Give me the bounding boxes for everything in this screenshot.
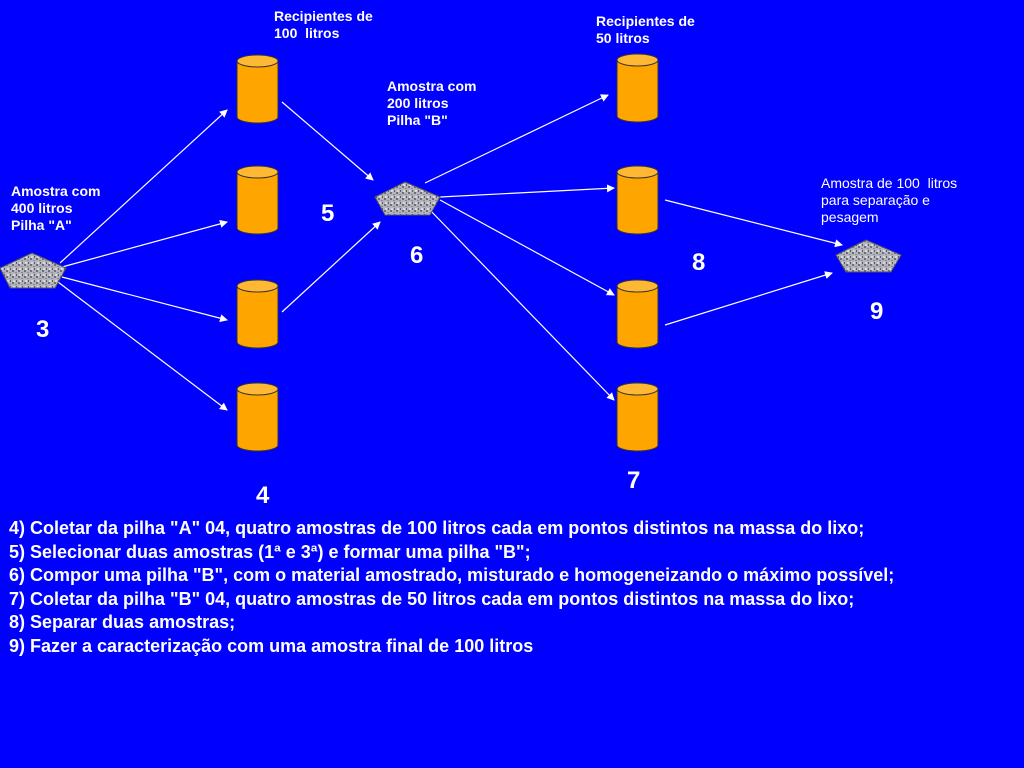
- flow-arrows: [57, 94, 843, 411]
- pile-b-label: Amostra com 200 litros Pilha "B": [387, 78, 477, 128]
- procedure-steps: 4) Coletar da pilha "A" 04, quatro amost…: [9, 517, 977, 658]
- container-100-4-icon: [236, 382, 279, 452]
- container-50-4-icon: [616, 382, 659, 452]
- final-pile-icon: [835, 239, 902, 273]
- step-text: 9) Fazer a caracterização com uma amostr…: [9, 635, 534, 656]
- arrow-c1-to-b: [281, 101, 374, 181]
- flow-diagram: [0, 53, 902, 452]
- arrow-b-to-d4: [427, 207, 615, 401]
- containers-100-label: Recipientes de 100 litros: [274, 8, 373, 41]
- step-text: 5) Selecionar duas amostras (1ª e 3ª) e …: [9, 541, 531, 562]
- step-text: 7) Coletar da pilha "B" 04, quatro amost…: [9, 588, 855, 609]
- final-sample-label: Amostra de 100 litros para separação e p…: [821, 175, 958, 225]
- step-number: 3: [36, 316, 50, 343]
- arrow-a-to-c4: [57, 281, 228, 411]
- arrow-d2-to-final: [664, 199, 843, 248]
- step-text: 4) Coletar da pilha "A" 04, quatro amost…: [9, 518, 865, 538]
- step-number: 6: [410, 242, 424, 269]
- containers-50-label: Recipientes de 50 litros: [596, 13, 695, 46]
- container-50-2-icon: [616, 165, 659, 235]
- arrow-c3-to-b: [281, 221, 381, 313]
- arrow-b-to-d3: [439, 199, 615, 296]
- step-number: 4: [256, 482, 270, 509]
- step-number: 7: [627, 467, 641, 494]
- container-50-1-icon: [616, 53, 659, 123]
- step-number: 5: [321, 200, 335, 227]
- container-100-2-icon: [236, 165, 279, 235]
- pile-a-icon: [0, 252, 67, 289]
- arrow-a-to-c2: [61, 219, 228, 268]
- arrow-a-to-c1: [59, 109, 228, 264]
- arrow-a-to-c3: [61, 276, 228, 323]
- arrow-b-to-d2: [439, 184, 615, 198]
- arrow-d3-to-final: [664, 271, 833, 326]
- pile-a-label: Amostra com 400 litros Pilha "A": [11, 183, 101, 233]
- step-number: 9: [870, 298, 884, 325]
- pile-b-icon: [374, 181, 441, 216]
- arrow-b-to-d1: [424, 94, 609, 184]
- container-50-3-icon: [616, 279, 659, 349]
- step-number: 8: [692, 249, 706, 276]
- step-text: 8) Separar duas amostras;: [9, 612, 236, 632]
- container-100-1-icon: [236, 54, 279, 124]
- step-text: 6) Compor uma pilha "B", com o material …: [9, 565, 895, 585]
- container-100-3-icon: [236, 279, 279, 349]
